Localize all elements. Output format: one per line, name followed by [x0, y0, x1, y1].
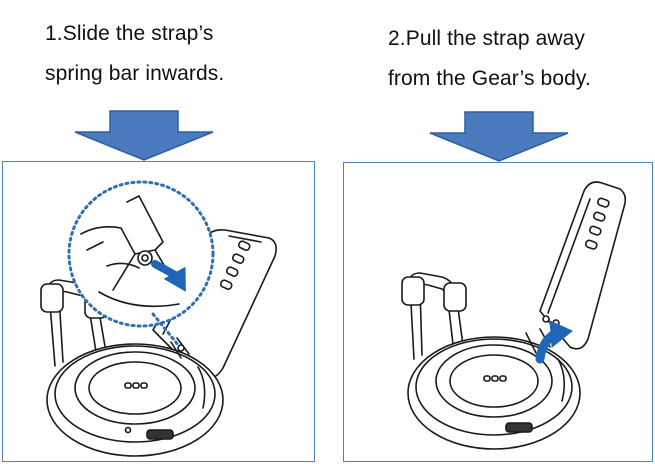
step-2-line-2: from the Gear’s body.: [388, 67, 591, 90]
pull-direction-arrow: [535, 320, 573, 364]
down-arrow-icon: [429, 111, 569, 162]
watch-spring-bar-illustration: [40, 180, 277, 457]
step-2-illustration-panel: [343, 162, 653, 462]
sensor-dots: [124, 382, 148, 389]
watch-strap-pull-illustration: [401, 181, 627, 450]
strap-holes: [584, 197, 610, 250]
strap-holes: [219, 240, 251, 290]
step-2-line-1: 2.Pull the strap away: [388, 27, 586, 50]
step-1-line-2: spring bar inwards.: [45, 62, 225, 85]
sensor-dots: [483, 375, 507, 382]
step-1-illustration-panel: [2, 161, 315, 462]
step-2-instruction: 2.Pull the strap away from the Gear’s bo…: [388, 19, 591, 99]
down-arrow-icon: [74, 110, 214, 161]
step-1-line-1: 1.Slide the strap’s: [45, 22, 214, 45]
step-1-instruction: 1.Slide the strap’s spring bar inwards.: [45, 14, 224, 94]
slide-direction-arrow: [151, 260, 186, 292]
